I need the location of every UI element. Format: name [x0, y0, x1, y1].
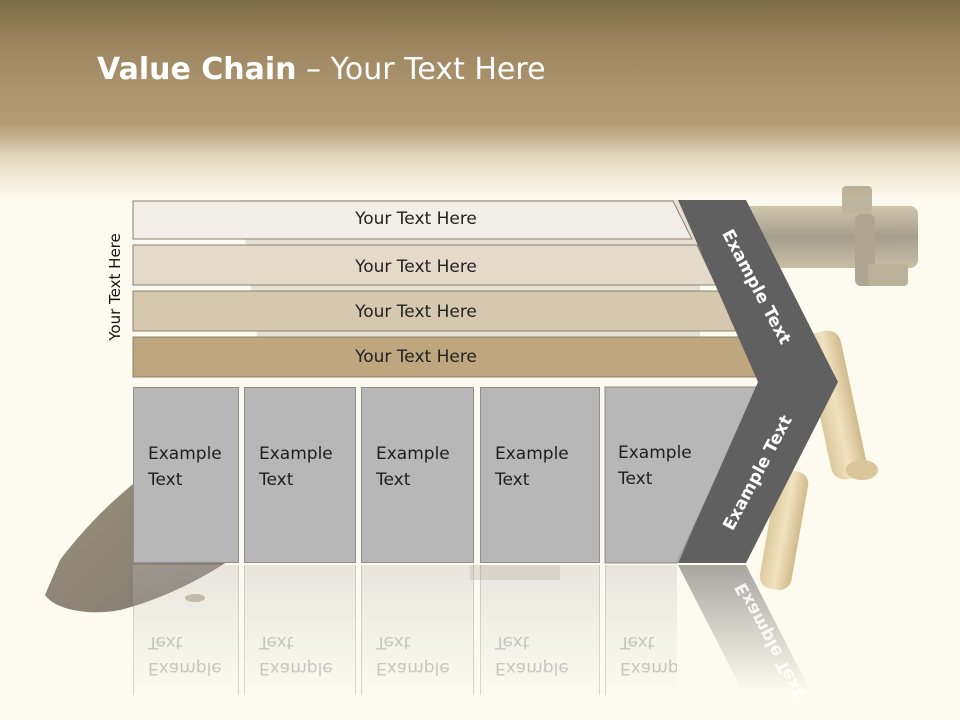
support-row-2-label: Your Text Here — [355, 257, 477, 277]
support-row-1-shape — [132, 200, 693, 240]
margin-chevron-arrow — [678, 200, 838, 563]
primary-activity-5-shape — [604, 386, 759, 564]
side-axis-label: Your Text Here — [106, 233, 124, 341]
support-row-4-label: Your Text Here — [355, 347, 477, 367]
slide-title-rest: – Your Text Here — [296, 52, 546, 87]
header-band — [0, 0, 960, 200]
support-row-3-label: Your Text Here — [355, 302, 477, 322]
margin-chevron-reflection — [678, 565, 826, 720]
slide-title-bold: Value Chain — [97, 52, 297, 87]
support-row-1-label: Your Text Here — [355, 209, 477, 229]
slide-title: Value Chain – Your Text Here — [97, 52, 546, 87]
